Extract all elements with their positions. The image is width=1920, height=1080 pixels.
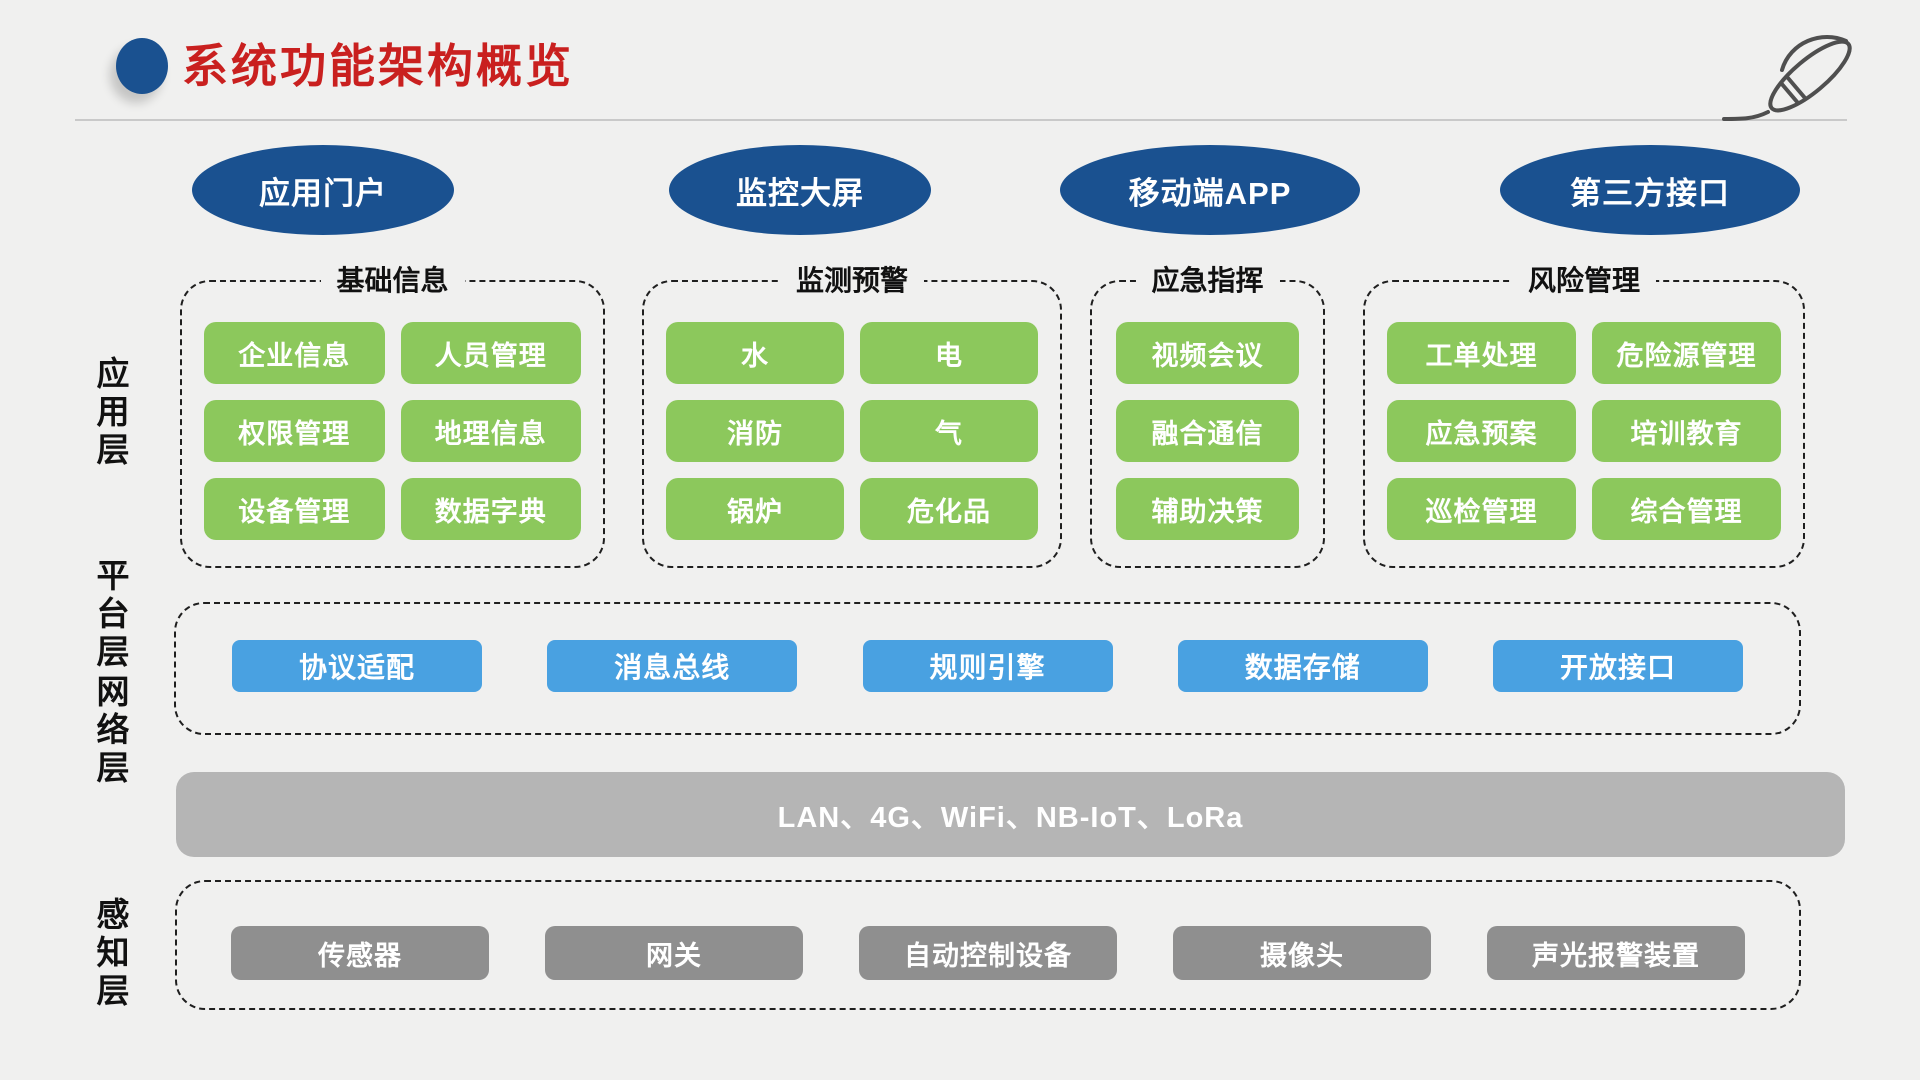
layer-label-application: 应用层 [92, 356, 129, 470]
feature-chip: 地理信息 [400, 400, 581, 462]
group-title: 基础信息 [320, 264, 465, 298]
perception-layer-box: 传感器 网关 自动控制设备 摄像头 声光报警装置 [175, 880, 1801, 1010]
feature-chip: 融合通信 [1116, 400, 1299, 462]
pen-icon [1722, 35, 1852, 121]
node-app-portal: 应用门户 [192, 145, 454, 235]
device-chip-auto-control: 自动控制设备 [859, 926, 1117, 980]
node-label: 移动端APP [1128, 175, 1292, 211]
feature-chip: 企业信息 [204, 322, 385, 384]
platform-chip-open-api: 开放接口 [1493, 640, 1743, 692]
layer-label-network: 网络层 [92, 674, 129, 788]
feature-chip: 巡检管理 [1387, 478, 1576, 540]
feature-chip: 辅助决策 [1116, 478, 1299, 540]
feature-chip: 视频会议 [1116, 322, 1299, 384]
device-chip-sound-light-alarm: 声光报警装置 [1487, 926, 1745, 980]
group-title: 监测预警 [779, 264, 925, 298]
feature-chip: 数据字典 [400, 478, 581, 540]
node-label: 第三方接口 [1570, 175, 1730, 211]
group-title: 风险管理 [1511, 264, 1657, 298]
feature-chip: 培训教育 [1592, 400, 1781, 462]
platform-chip-data-storage: 数据存储 [1177, 640, 1428, 692]
node-label: 应用门户 [259, 175, 387, 211]
feature-chip: 危险源管理 [1592, 322, 1781, 384]
feature-chip: 权限管理 [204, 400, 385, 462]
feature-chip: 锅炉 [666, 478, 844, 540]
feature-chip: 消防 [666, 400, 844, 462]
group-title: 应急指挥 [1135, 264, 1280, 298]
node-label: 监控大屏 [736, 175, 864, 211]
feature-chip: 危化品 [860, 478, 1038, 540]
group-grid: 水 电 消防 气 锅炉 危化品 [644, 282, 1060, 540]
feature-chip: 工单处理 [1387, 322, 1576, 384]
feature-chip: 人员管理 [400, 322, 581, 384]
layer-label-perception: 感知层 [92, 897, 129, 1011]
group-basic-info: 基础信息 企业信息 人员管理 权限管理 地理信息 设备管理 数据字典 [180, 264, 605, 568]
feature-chip: 水 [666, 322, 844, 384]
platform-layer-box: 协议适配 消息总线 规则引擎 数据存储 开放接口 [174, 602, 1801, 735]
decorative-circle-icon [116, 38, 168, 94]
network-technologies-label: LAN、4G、WiFi、NB-IoT、LoRa [777, 801, 1244, 834]
group-grid: 工单处理 危险源管理 应急预案 培训教育 巡检管理 综合管理 [1365, 282, 1803, 540]
platform-chip-protocol-adaptation: 协议适配 [232, 640, 482, 692]
feature-chip: 设备管理 [204, 478, 385, 540]
feature-chip: 应急预案 [1387, 400, 1576, 462]
group-grid: 视频会议 融合通信 辅助决策 [1092, 282, 1323, 540]
node-monitor-screen: 监控大屏 [669, 145, 931, 235]
device-chip-camera: 摄像头 [1173, 926, 1431, 980]
device-chip-gateway: 网关 [545, 926, 803, 980]
feature-chip: 综合管理 [1592, 478, 1781, 540]
feature-chip: 电 [860, 322, 1038, 384]
platform-chip-rule-engine: 规则引擎 [862, 640, 1113, 692]
group-emergency-command: 应急指挥 视频会议 融合通信 辅助决策 [1090, 264, 1325, 568]
platform-chip-message-bus: 消息总线 [547, 640, 798, 692]
node-mobile-app: 移动端APP [1060, 145, 1360, 235]
layer-label-platform: 平台层 [92, 558, 129, 672]
page-title: 系统功能架构概览 [182, 40, 574, 92]
device-chip-sensor: 传感器 [231, 926, 489, 980]
group-monitor-warning: 监测预警 水 电 消防 气 锅炉 危化品 [642, 264, 1062, 568]
node-third-party-api: 第三方接口 [1500, 145, 1800, 235]
header-divider [75, 119, 1847, 121]
group-risk-management: 风险管理 工单处理 危险源管理 应急预案 培训教育 巡检管理 综合管理 [1363, 264, 1805, 568]
group-grid: 企业信息 人员管理 权限管理 地理信息 设备管理 数据字典 [182, 282, 603, 540]
feature-chip: 气 [860, 400, 1038, 462]
network-layer-bar: LAN、4G、WiFi、NB-IoT、LoRa [176, 772, 1845, 857]
